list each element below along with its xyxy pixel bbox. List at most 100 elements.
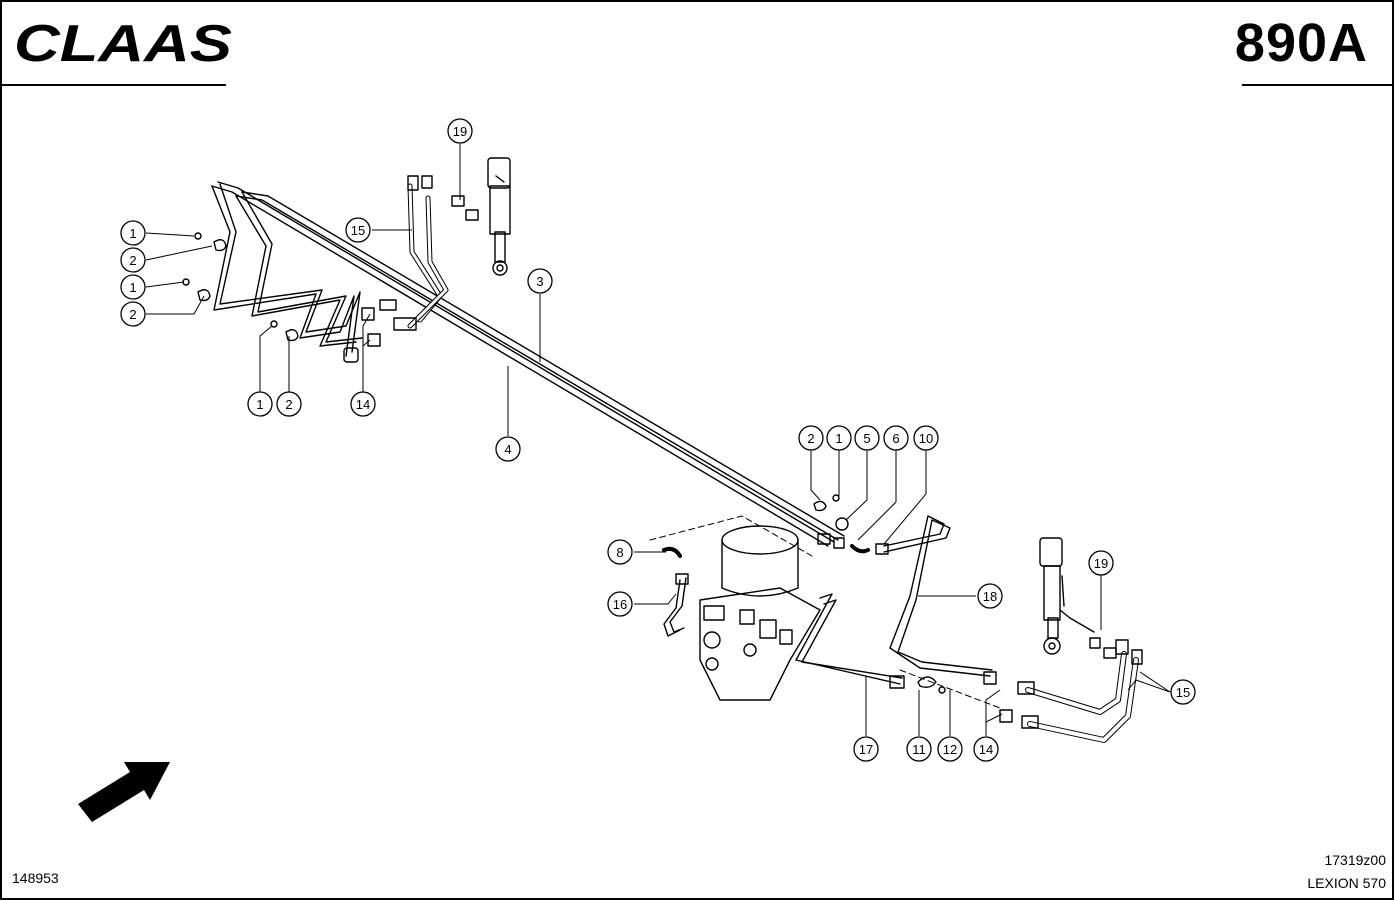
callout-number: 1: [256, 397, 263, 412]
pipe-17: [795, 593, 905, 689]
callout-number: 19: [453, 124, 467, 139]
dashed-guide-lines: [649, 515, 1001, 709]
callout-circle: [607, 591, 633, 617]
callout-c2d: 2: [798, 425, 824, 451]
callout-circle: [1170, 679, 1196, 705]
callout-c16: 16: [607, 591, 633, 617]
callout-c5: 5: [854, 425, 880, 451]
callout-number: 2: [129, 307, 136, 322]
callout-circle: [120, 274, 146, 300]
callout-number: 4: [504, 442, 511, 457]
callout-number: 8: [616, 545, 623, 560]
callout-number: 19: [1094, 556, 1108, 571]
callout-c14a: 14: [350, 391, 376, 417]
callout-c2c: 2: [276, 391, 302, 417]
footer-model: LEXION 570: [1307, 875, 1386, 891]
accumulator: [721, 525, 799, 597]
callout-c17: 17: [853, 736, 879, 762]
callout-c12: 12: [937, 736, 963, 762]
callout-circle: [276, 391, 302, 417]
page-number: 890A: [1234, 13, 1368, 73]
callout-number: 14: [356, 397, 370, 412]
callout-circle: [607, 539, 633, 565]
callout-circle: [913, 425, 939, 451]
callout-c1a: 1: [120, 220, 146, 246]
logo-wordmark: CLAAS: [14, 18, 232, 68]
callout-number: 17: [859, 742, 873, 757]
callout-number: 6: [892, 431, 899, 446]
footer-left-code: 148953: [12, 870, 59, 886]
callout-circle: [527, 268, 553, 294]
callout-number: 2: [285, 397, 292, 412]
callout-c2a: 2: [120, 247, 146, 273]
callout-circle: [973, 736, 999, 762]
callout-circle: [906, 736, 932, 762]
callout-c19b: 19: [1088, 550, 1114, 576]
callout-circle: [883, 425, 909, 451]
callout-c18: 18: [977, 583, 1003, 609]
claas-logo: CLAAS: [14, 18, 232, 68]
footer-drawing-code: 17319z00: [1324, 852, 1386, 868]
callout-number: 18: [983, 589, 997, 604]
callout-c11: 11: [906, 736, 932, 762]
callout-c10: 10: [913, 425, 939, 451]
callout-circle: [854, 425, 880, 451]
callout-circle: [977, 583, 1003, 609]
callout-c15a: 15: [345, 217, 371, 243]
callout-number: 1: [835, 431, 842, 446]
pipe-4: [211, 181, 835, 547]
header-rule-right: [1242, 84, 1394, 86]
callout-number: 16: [613, 597, 627, 612]
callout-c4: 4: [495, 436, 521, 462]
callout-circle: [798, 425, 824, 451]
callout-number: 12: [943, 742, 957, 757]
header-rule-left: [0, 84, 226, 86]
callout-c1d: 1: [826, 425, 852, 451]
callout-circle: [495, 436, 521, 462]
pipe-16: [663, 573, 689, 637]
callout-c1c: 1: [247, 391, 273, 417]
callout-circle: [247, 391, 273, 417]
callout-c14b: 14: [973, 736, 999, 762]
clamp-11: [917, 676, 946, 694]
callout-circle: [1088, 550, 1114, 576]
callout-number: 11: [912, 742, 926, 757]
callout-circle: [447, 118, 473, 144]
pipe-18: [883, 515, 997, 685]
callout-number: 1: [129, 280, 136, 295]
hose-15-top: [407, 183, 449, 329]
callout-circle: [937, 736, 963, 762]
callout-circle: [853, 736, 879, 762]
logo-text: CLAAS: [14, 18, 232, 68]
callout-number: 2: [129, 253, 136, 268]
callout-circle: [826, 425, 852, 451]
callout-c1b: 1: [120, 274, 146, 300]
pipe-3: [235, 191, 845, 541]
pipe-loop-left: [211, 183, 363, 357]
callout-c8: 8: [607, 539, 633, 565]
callout-number: 14: [979, 742, 993, 757]
callout-number: 1: [129, 226, 136, 241]
callout-circle: [350, 391, 376, 417]
callout-circle: [345, 217, 371, 243]
callout-number: 5: [863, 431, 870, 446]
callout-c19a: 19: [447, 118, 473, 144]
callout-circle: [120, 247, 146, 273]
leader-lines: [145, 144, 1171, 736]
callout-circle: [120, 220, 146, 246]
callout-number: 15: [351, 223, 365, 238]
callout-number: 15: [1176, 685, 1190, 700]
clamps-left: [182, 232, 299, 342]
valve-block: [699, 587, 821, 701]
callout-c15b: 15: [1170, 679, 1196, 705]
callout-c2b: 2: [120, 301, 146, 327]
callout-number: 3: [536, 274, 543, 289]
hose-15-right: [999, 575, 1143, 743]
callout-c6: 6: [883, 425, 909, 451]
cylinder-top: [487, 157, 511, 276]
direction-arrow: [78, 762, 170, 822]
fittings-top: [343, 175, 479, 363]
